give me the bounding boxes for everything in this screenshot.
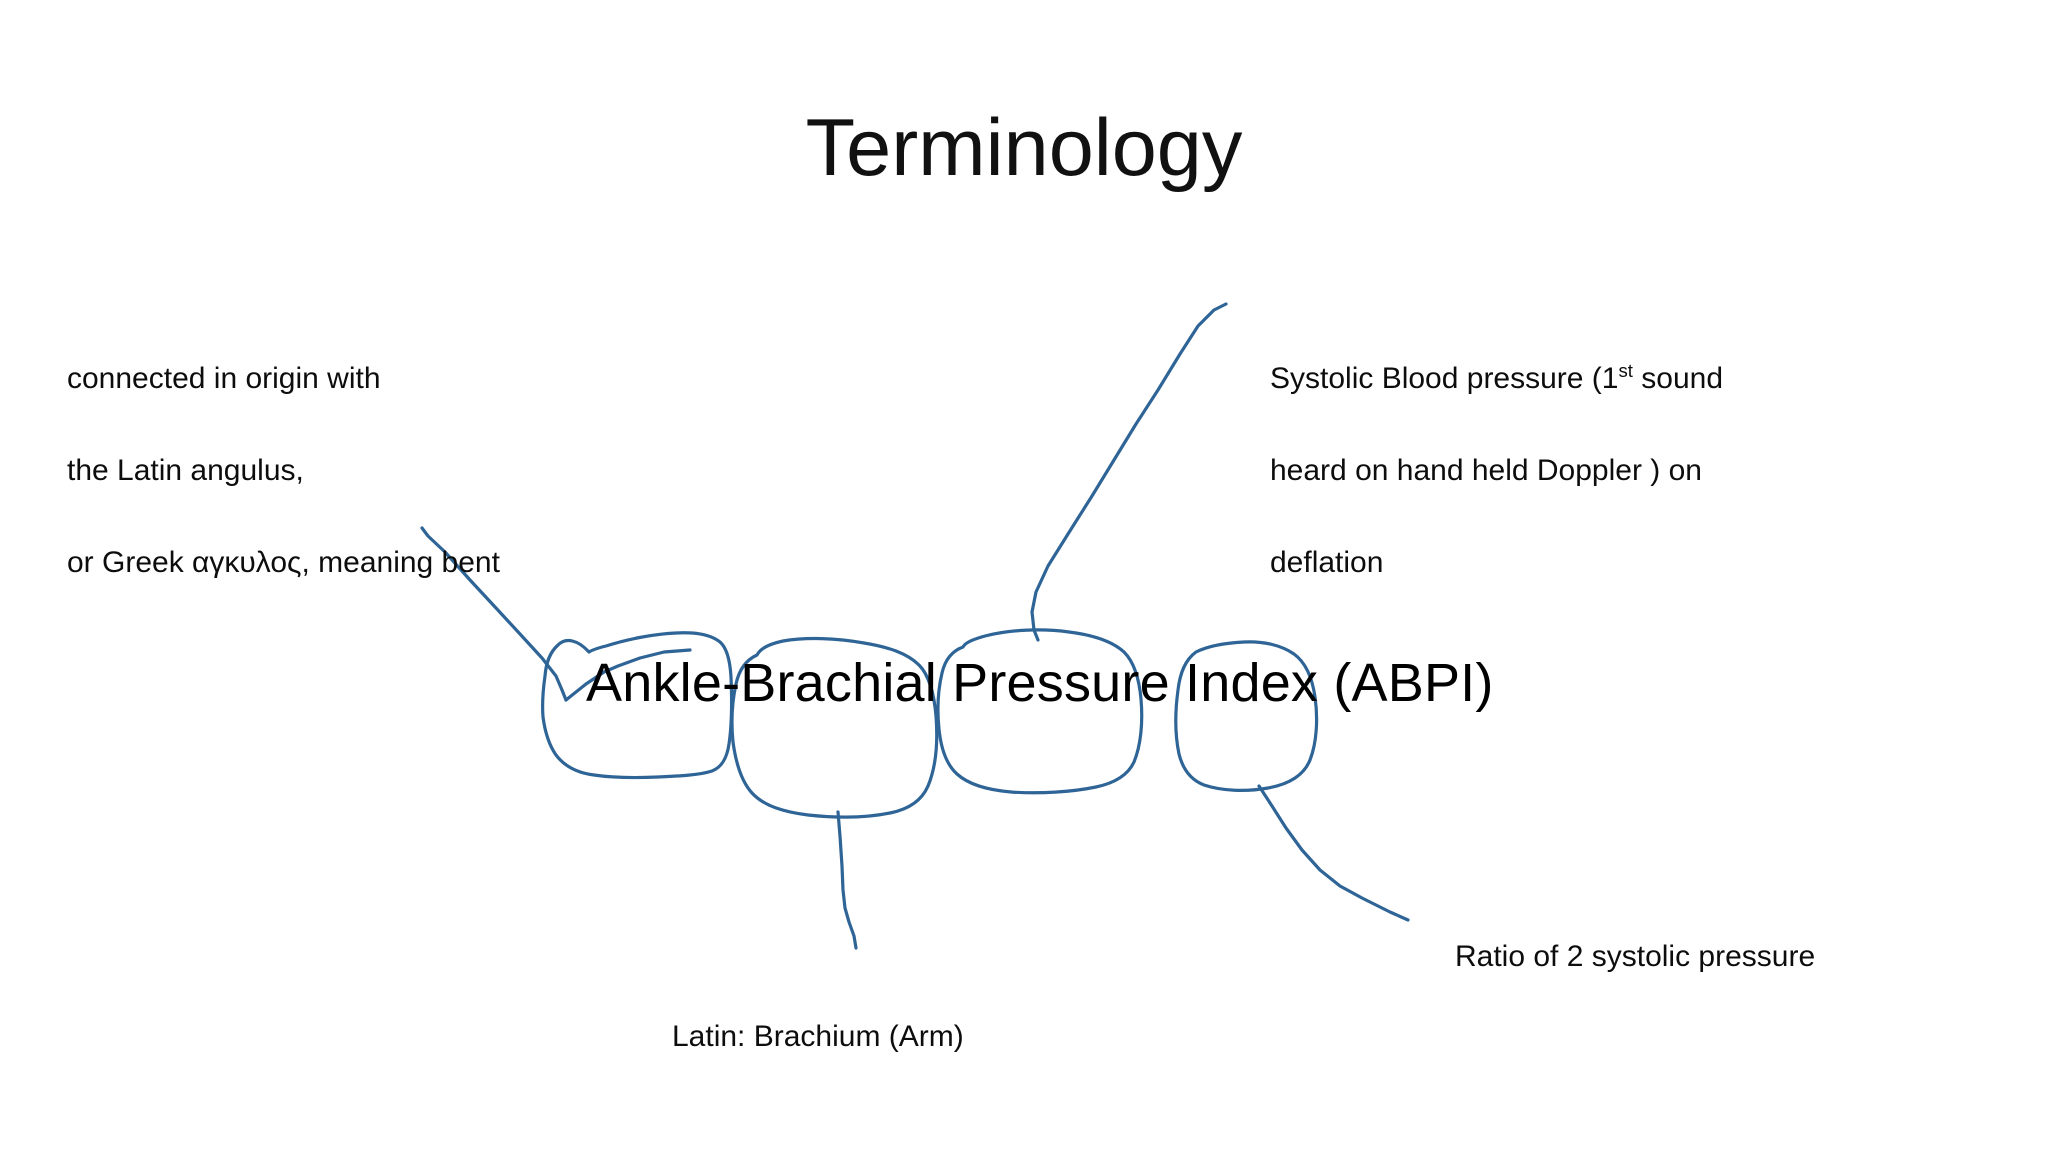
note-systolic-ordinal-suffix: st <box>1618 360 1633 381</box>
note-origin-line-2: the Latin angulus, <box>67 454 304 487</box>
note-systolic-line-3: deflation <box>1270 546 1384 579</box>
note-ratio: Ratio of 2 systolic pressure <box>1455 888 1955 1026</box>
page-title: Terminology <box>805 103 1243 193</box>
note-systolic-line-2: heard on hand held Doppler ) on <box>1270 454 1702 487</box>
note-origin-line-3: or Greek αγκυλος, meaning bent <box>67 546 500 579</box>
leader-brachial-to-latin-note <box>836 810 858 950</box>
central-phrase: Ankle-Brachial Pressure Index (ABPI) <box>586 653 1494 713</box>
note-latin: Latin: Brachium (Arm) <box>672 968 1152 1106</box>
note-ratio-text: Ratio of 2 systolic pressure <box>1455 940 1816 973</box>
note-systolic-line-1: Systolic Blood pressure (1st sound <box>1270 356 1890 402</box>
leader-index-to-ratio-note <box>1257 784 1410 922</box>
note-systolic-line-1-text-a: Systolic Blood pressure (1 <box>1270 362 1619 395</box>
note-systolic: Systolic Blood pressure (1st sound heard… <box>1270 310 1890 632</box>
note-origin: connected in origin with the Latin angul… <box>67 310 627 632</box>
note-origin-line-1: connected in origin with <box>67 362 381 395</box>
leader-pressure-to-systolic-note <box>1030 302 1228 642</box>
note-systolic-line-1-text-b: sound <box>1632 362 1724 395</box>
note-latin-text: Latin: Brachium (Arm) <box>672 1020 964 1053</box>
